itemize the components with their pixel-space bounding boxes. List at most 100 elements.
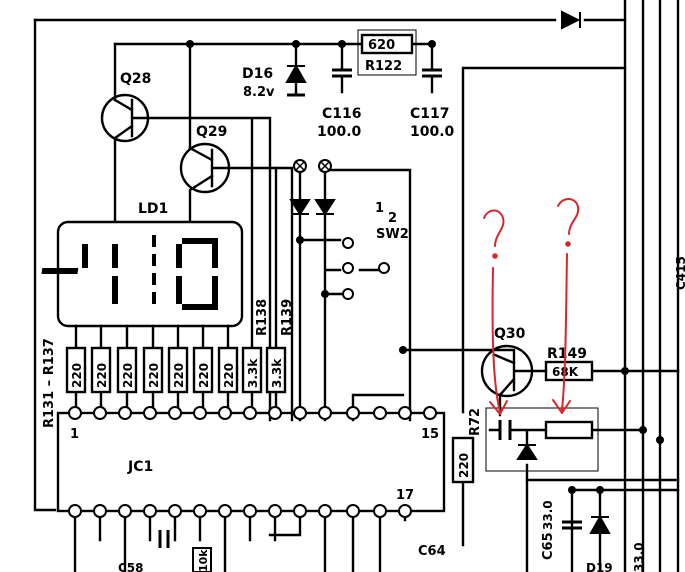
arrow-left-head <box>489 400 508 415</box>
display-resistor <box>65 346 87 394</box>
c117-label: C117 <box>410 106 450 122</box>
ic-pin <box>68 406 82 420</box>
q29-label: Q29 <box>196 124 227 140</box>
right-edge-value: 33.0 <box>632 542 646 572</box>
ic-pin <box>143 504 157 518</box>
display-resistor-value: 220 <box>70 363 84 388</box>
sw2-wires <box>323 268 405 422</box>
ic-pin <box>373 406 387 420</box>
filter-box <box>485 407 599 472</box>
sw2-contact-3 <box>378 262 390 274</box>
display-segments <box>41 235 218 310</box>
arrow-right-head <box>552 399 571 414</box>
arrow-left-shaft <box>491 267 501 413</box>
c116-capacitor <box>332 68 352 78</box>
display-resistor-value: 220 <box>121 363 135 388</box>
c65-capacitor <box>562 520 582 530</box>
q30-leads <box>401 348 680 417</box>
c117-value: 100.0 <box>410 124 455 140</box>
filter-diode <box>516 443 538 460</box>
display-resistor-value: 220 <box>222 363 236 388</box>
junction-dot <box>621 367 629 375</box>
junction-dot <box>568 486 576 494</box>
c65-value: 33.0 <box>541 500 555 530</box>
ic-pin <box>346 406 360 420</box>
q30-right-wires <box>461 66 627 547</box>
junction-dot <box>296 236 304 244</box>
ic-pin <box>168 406 182 420</box>
r122-value: 620 <box>368 38 395 53</box>
r122-label: R122 <box>365 59 402 74</box>
display-resistor <box>241 346 263 394</box>
ic-pin <box>93 504 107 518</box>
ic-pin <box>398 504 412 518</box>
ic-pin <box>68 504 82 518</box>
ic-pin <box>93 406 107 420</box>
d16-label: D16 <box>242 66 273 82</box>
ic-pin <box>193 504 207 518</box>
display-resistor-value: 220 <box>147 363 161 388</box>
ic-pin <box>168 504 182 518</box>
ic-pin <box>373 504 387 518</box>
display-resistor <box>192 346 214 394</box>
diode-left <box>289 199 311 216</box>
c64-label: C64 <box>418 544 446 559</box>
ld1-display <box>56 220 244 328</box>
bottom-resistor <box>192 547 212 572</box>
d16-diode <box>285 63 307 83</box>
r149-resistor <box>544 360 594 382</box>
arrow-right-shaft <box>561 253 568 411</box>
display-resistor-value: 220 <box>172 363 186 388</box>
ic-pin <box>193 406 207 420</box>
ic-pin <box>268 406 282 420</box>
left-bus-wire <box>33 18 57 512</box>
ic-pin <box>218 504 232 518</box>
junction-dot <box>186 40 194 48</box>
r139-label: R139 <box>280 299 295 336</box>
ld1-label: LD1 <box>138 201 168 217</box>
display-resistor-leads <box>74 118 278 415</box>
junction-dot <box>321 290 329 298</box>
question-left-dot <box>492 253 498 259</box>
junction-dot <box>639 426 647 434</box>
sw2-fraction-num: 1 <box>375 201 384 216</box>
terminal-crosses <box>294 160 331 172</box>
junction-dot <box>428 40 436 48</box>
sw2-label: SW2 <box>376 227 409 242</box>
jc1-ic <box>56 411 446 513</box>
filter-resistor <box>544 420 594 440</box>
c65-diode <box>589 514 611 534</box>
display-resistor-value: 3.3k <box>246 358 260 388</box>
diode-right <box>314 199 336 216</box>
ic-pin <box>346 504 360 518</box>
q30-label: Q30 <box>494 326 526 342</box>
r122-outline <box>357 29 417 76</box>
bottom-pin-wires <box>73 509 407 572</box>
right-bus-wires <box>623 0 680 572</box>
ic-pin <box>318 406 332 420</box>
ic-pin <box>118 504 132 518</box>
junction-dot <box>656 436 664 444</box>
ic-pin <box>398 406 412 420</box>
display-resistor <box>142 346 164 394</box>
c117-capacitor <box>422 68 442 78</box>
ic-pin <box>268 504 282 518</box>
d19-label: D19 <box>586 561 613 572</box>
ic-pin <box>243 504 257 518</box>
d16-value: 8.2v <box>243 85 275 100</box>
junction-dot <box>292 40 300 48</box>
c116-value: 100.0 <box>317 124 362 140</box>
c65-label: C65 <box>541 532 556 560</box>
c415-label: C415 <box>674 256 685 290</box>
c64-capacitor <box>498 420 512 440</box>
ic-pin <box>293 406 307 420</box>
display-resistor-value: 220 <box>95 363 109 388</box>
sw2-contact-4 <box>342 288 354 300</box>
jc1-label: JC1 <box>127 459 153 475</box>
ic-pin <box>423 406 437 420</box>
junction-dot <box>338 40 346 48</box>
ic-pin <box>243 406 257 420</box>
ic-pin <box>143 406 157 420</box>
